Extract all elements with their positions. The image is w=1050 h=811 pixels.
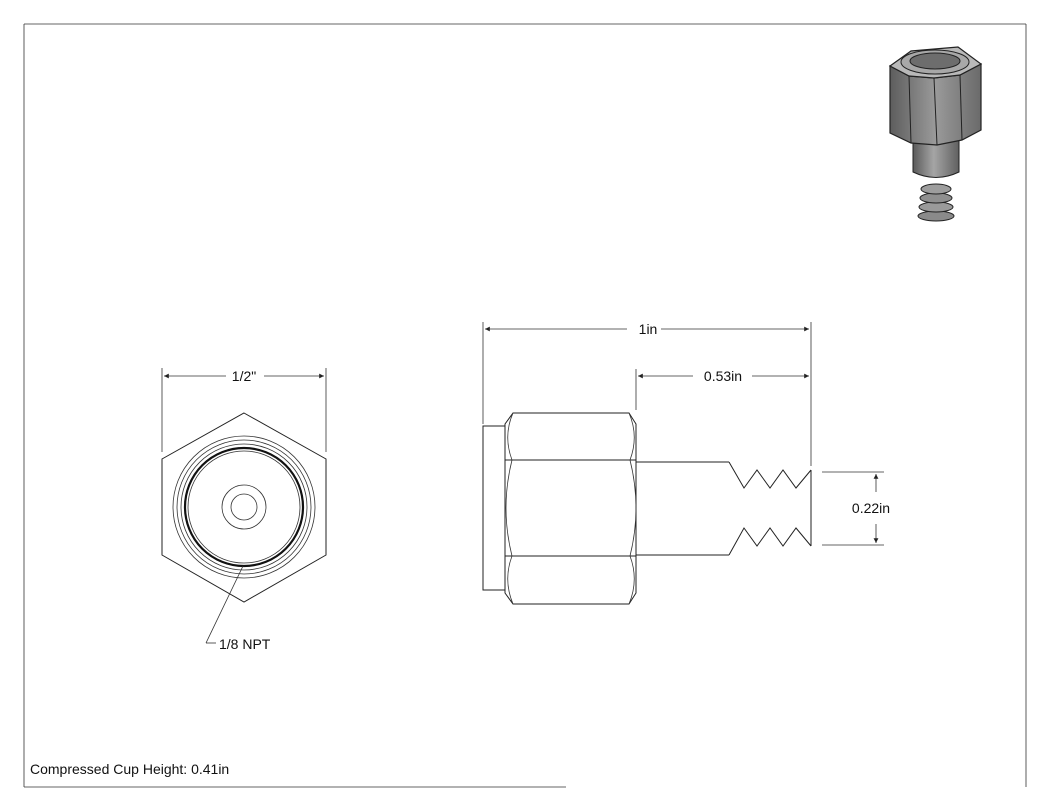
sheet-border — [23, 23, 1027, 788]
front-view — [161, 412, 327, 603]
compressed-cup-height-note: Compressed Cup Height: 0.41in — [30, 761, 230, 777]
overall-length-dimension: 1in — [482, 321, 812, 466]
fitting-3d-icon — [888, 46, 983, 222]
cup-diameter-dimension: 0.22in — [822, 471, 890, 546]
overall-length-label: 1in — [639, 321, 658, 337]
thread-callout-label: 1/8 NPT — [219, 636, 271, 652]
cup-diameter-label: 0.22in — [852, 500, 890, 516]
stem-cup-length-dimension: 0.53in — [635, 368, 809, 410]
thread-callout: 1/8 NPT — [205, 565, 271, 652]
side-view — [482, 412, 812, 605]
front-width-dimension: 1/2" — [161, 368, 327, 452]
stem-cup-length-label: 0.53in — [704, 368, 742, 384]
front-width-label: 1/2" — [232, 368, 256, 384]
